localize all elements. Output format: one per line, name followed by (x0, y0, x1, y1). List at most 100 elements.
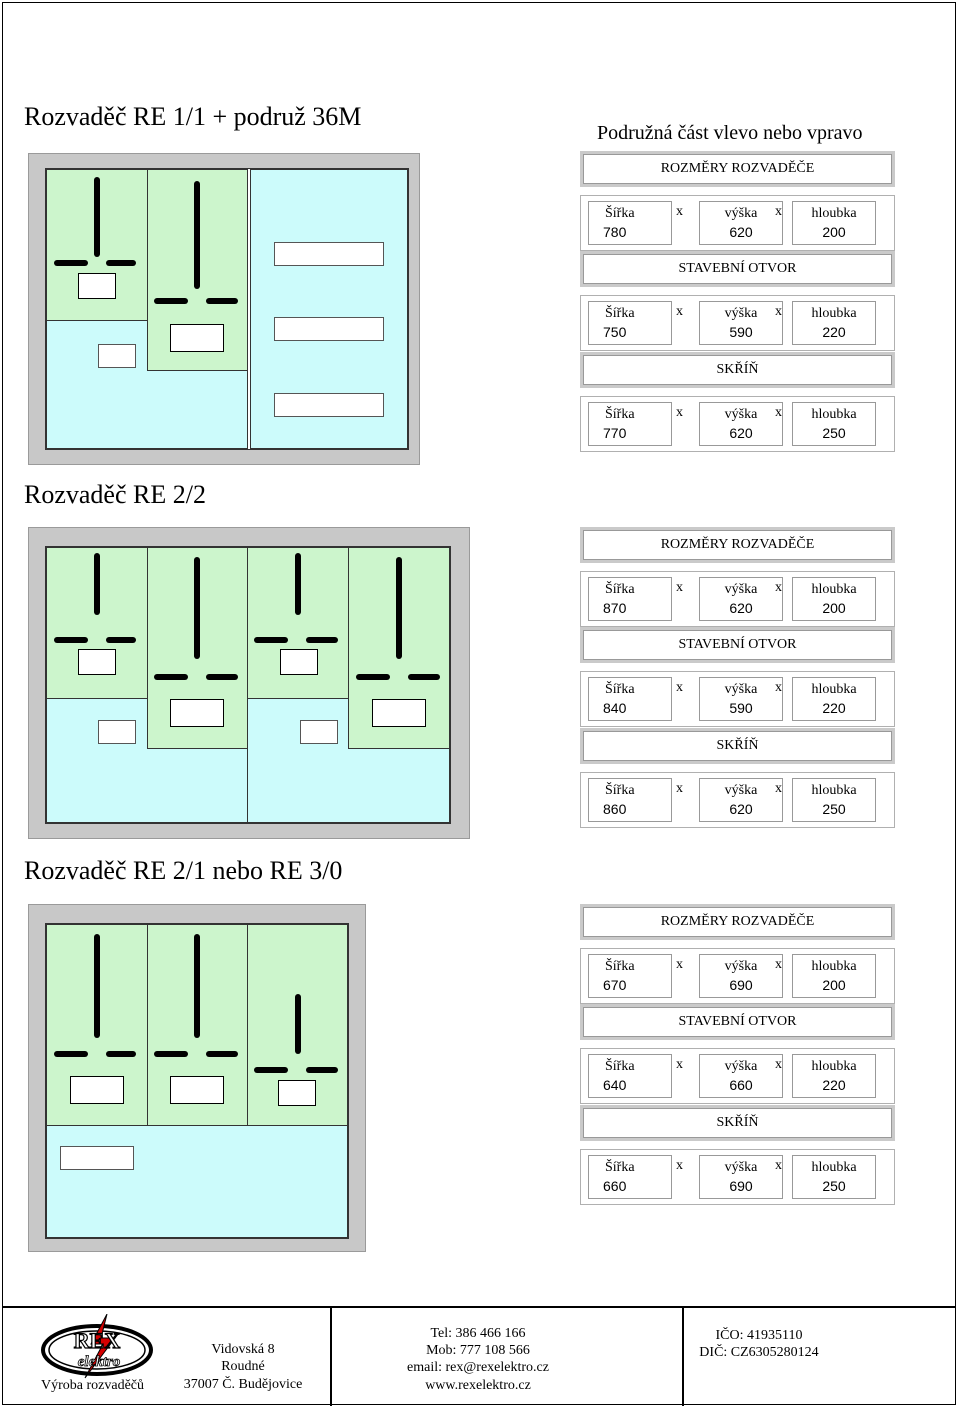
contact-email[interactable]: email: rex@rexelektro.cz (407, 1360, 549, 1375)
width-value: 670 (603, 977, 627, 993)
footer-divider (682, 1308, 684, 1406)
table-header: ROZMĚRY ROZVADĚČE (583, 154, 892, 184)
table-header: ROZMĚRY ROZVADĚČE (583, 907, 892, 937)
address-line-2: Roudné (221, 1359, 265, 1374)
depth-value: 250 (822, 1178, 846, 1194)
times-sign: x (676, 680, 683, 695)
width-value: 780 (603, 224, 627, 240)
times-sign: x (775, 405, 782, 420)
times-sign: x (676, 204, 683, 219)
times-sign: x (775, 1057, 782, 1072)
cabinet-interior (45, 168, 409, 450)
height-label: výška (724, 1059, 758, 1074)
depth-value: 200 (822, 224, 846, 240)
meter-bar (194, 557, 200, 659)
width-value: 870 (603, 600, 627, 616)
height-value: 620 (729, 600, 753, 616)
din-rail-slot (274, 317, 384, 341)
height-label: výška (724, 1160, 758, 1175)
breaker-bar (356, 674, 390, 680)
breaker-bar (106, 1051, 136, 1057)
breaker-bar (254, 637, 288, 643)
meter-bar (194, 181, 200, 289)
label-slot (98, 720, 136, 744)
breaker-bar (306, 1067, 338, 1073)
cabinet-re-2-2-drawing (28, 527, 470, 839)
din-rail-slot (274, 393, 384, 417)
depth-label: hloubka (811, 783, 857, 798)
breaker-bar (206, 298, 238, 304)
cabinet-re-1-1-drawing (28, 153, 420, 465)
times-sign: x (775, 680, 782, 695)
times-sign: x (775, 204, 782, 219)
breaker-bar (206, 674, 238, 680)
contact-website[interactable]: www.rexelektro.cz (425, 1378, 531, 1393)
cabinet-re-2-1-drawing (28, 904, 366, 1252)
footer-divider (330, 1308, 332, 1406)
din-rail-slot (274, 242, 384, 266)
label-slot (300, 720, 338, 744)
depth-value: 200 (822, 977, 846, 993)
height-value: 620 (729, 801, 753, 817)
label-slot (98, 344, 136, 368)
table-header: SKŘÍŇ (583, 1108, 892, 1138)
logo-wordmark: REX (74, 1328, 121, 1353)
times-sign: x (775, 957, 782, 972)
width-label: Šířka (605, 582, 635, 597)
times-sign: x (676, 405, 683, 420)
breaker-bar (54, 260, 88, 266)
meter-bar (94, 553, 100, 615)
width-value: 640 (603, 1077, 627, 1093)
table-header: SKŘÍŇ (583, 355, 892, 385)
depth-value: 250 (822, 425, 846, 441)
footer-tagline: Výroba rozvaděčů (41, 1378, 145, 1393)
times-sign: x (676, 580, 683, 595)
times-sign: x (676, 304, 683, 319)
times-sign: x (676, 781, 683, 796)
width-label: Šířka (605, 206, 635, 221)
height-value: 660 (729, 1077, 753, 1093)
depth-label: hloubka (811, 206, 857, 221)
address-line-1: Vidovská 8 (211, 1342, 275, 1357)
times-sign: x (676, 1158, 683, 1173)
height-label: výška (724, 783, 758, 798)
times-sign: x (676, 957, 683, 972)
section-1-subtitle: Podružná část vlevo nebo vpravo (597, 122, 863, 144)
times-sign: x (775, 580, 782, 595)
breaker-box (70, 1076, 124, 1104)
breaker-box (278, 1080, 316, 1106)
meter-bar (295, 994, 301, 1054)
company-ico: IČO: 41935110 (715, 1328, 803, 1343)
breaker-bar (154, 1051, 188, 1057)
times-sign: x (775, 304, 782, 319)
meter-bar (295, 553, 301, 615)
width-value: 660 (603, 1178, 627, 1194)
breaker-bar (154, 674, 188, 680)
height-value: 620 (729, 224, 753, 240)
cabinet-interior (45, 923, 349, 1239)
times-sign: x (676, 1057, 683, 1072)
breaker-bar (54, 1051, 88, 1057)
breaker-bar (106, 637, 136, 643)
table-header: STAVEBNÍ OTVOR (583, 254, 892, 284)
height-label: výška (724, 306, 758, 321)
height-value: 590 (729, 324, 753, 340)
width-value: 840 (603, 700, 627, 716)
height-label: výška (724, 206, 758, 221)
width-label: Šířka (605, 1059, 635, 1074)
label-slot (60, 1146, 134, 1170)
meter-bar (396, 557, 402, 659)
cabinet-interior (45, 546, 451, 824)
logo-subtext: elektro (78, 1354, 121, 1370)
section-1-title: Rozvaděč RE 1/1 + podruž 36M (24, 102, 362, 131)
table-header: STAVEBNÍ OTVOR (583, 630, 892, 660)
meter-bar (94, 177, 100, 257)
depth-label: hloubka (811, 582, 857, 597)
breaker-box (170, 1076, 224, 1104)
width-value: 770 (603, 425, 627, 441)
width-label: Šířka (605, 306, 635, 321)
width-value: 860 (603, 801, 627, 817)
height-label: výška (724, 682, 758, 697)
width-label: Šířka (605, 1160, 635, 1175)
